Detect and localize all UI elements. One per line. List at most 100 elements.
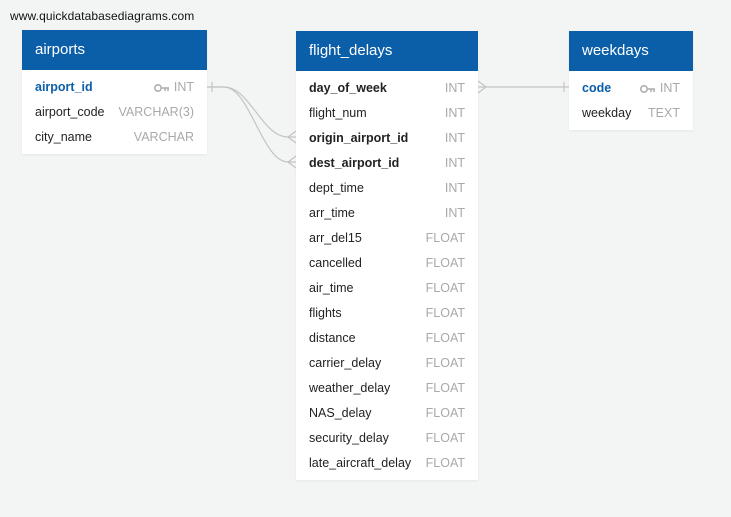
column-name: city_name	[35, 130, 92, 144]
column-row[interactable]: weekday TEXT	[569, 101, 693, 126]
column-type: FLOAT	[425, 306, 465, 320]
column-row[interactable]: weather_delay FLOAT	[296, 376, 478, 401]
key-icon	[153, 83, 170, 93]
key-icon	[639, 84, 656, 94]
column-type: FLOAT	[425, 356, 465, 370]
column-type-cell: FLOAT	[426, 451, 465, 476]
column-type-cell: VARCHAR(3)	[119, 100, 194, 125]
column-row[interactable]: arr_del15 FLOAT	[296, 226, 478, 251]
column-name: code	[582, 81, 612, 95]
column-name: day_of_week	[309, 81, 387, 95]
column-type-cell: FLOAT	[426, 401, 465, 426]
column-type-cell: INT	[445, 176, 465, 201]
column-row[interactable]: distance FLOAT	[296, 326, 478, 351]
column-row[interactable]: carrier_delay FLOAT	[296, 351, 478, 376]
column-row[interactable]: origin_airport_id INT	[296, 126, 478, 151]
column-name: distance	[309, 331, 356, 345]
column-name: flight_num	[309, 106, 367, 120]
column-name: weekday	[582, 106, 632, 120]
column-row[interactable]: city_name VARCHAR	[22, 125, 207, 150]
column-name: arr_time	[309, 206, 355, 220]
column-row[interactable]: flights FLOAT	[296, 301, 478, 326]
table-header-flight-delays[interactable]: flight_delays	[296, 31, 478, 71]
relationship-airports-dest	[207, 86, 289, 163]
table-header-weekdays[interactable]: weekdays	[569, 31, 693, 71]
column-row[interactable]: arr_time INT	[296, 201, 478, 226]
table-weekdays[interactable]: weekdays code INT weekday TEXT	[569, 31, 693, 130]
column-name: carrier_delay	[309, 356, 382, 370]
column-name: late_aircraft_delay	[309, 456, 412, 470]
column-name: air_time	[309, 281, 354, 295]
column-type-cell: FLOAT	[426, 301, 465, 326]
column-name: dest_airport_id	[309, 156, 400, 170]
column-type: INT	[173, 80, 194, 94]
column-type-cell: INT	[445, 151, 465, 176]
column-type: INT	[444, 106, 465, 120]
column-type: TEXT	[648, 106, 680, 120]
column-name: weather_delay	[309, 381, 391, 395]
column-row[interactable]: dest_airport_id INT	[296, 151, 478, 176]
column-type-cell: FLOAT	[426, 326, 465, 351]
column-type-cell: INT	[153, 75, 194, 100]
column-row[interactable]: security_delay FLOAT	[296, 426, 478, 451]
column-row[interactable]: flight_num INT	[296, 101, 478, 126]
column-name: arr_del15	[309, 231, 362, 245]
many-marker-origin	[287, 130, 297, 144]
column-type: FLOAT	[425, 406, 465, 420]
column-name: dept_time	[309, 181, 364, 195]
column-name: airport_code	[35, 105, 105, 119]
column-type: FLOAT	[425, 231, 465, 245]
column-row[interactable]: airport_code VARCHAR(3)	[22, 100, 207, 125]
column-type: VARCHAR(3)	[118, 105, 194, 119]
column-type-cell: INT	[445, 101, 465, 126]
column-type-cell: FLOAT	[426, 376, 465, 401]
column-type-cell: INT	[445, 201, 465, 226]
column-type-cell: INT	[445, 76, 465, 101]
watermark-url: www.quickdatabasediagrams.com	[10, 9, 195, 23]
many-marker-day-of-week	[477, 80, 487, 94]
column-name: airport_id	[35, 80, 93, 94]
column-name: NAS_delay	[309, 406, 372, 420]
table-rows-airports: airport_id INT airport_code VARCHAR(3) city_…	[22, 70, 207, 154]
column-name: cancelled	[309, 256, 362, 270]
column-type: VARCHAR	[133, 130, 194, 144]
column-row[interactable]: airport_id INT	[22, 75, 207, 100]
column-type: FLOAT	[425, 381, 465, 395]
column-row[interactable]: code INT	[569, 76, 693, 101]
column-type: INT	[444, 206, 465, 220]
column-type: INT	[444, 81, 465, 95]
table-rows-weekdays: code INT weekday TEXT	[569, 71, 693, 130]
column-type-cell: FLOAT	[426, 426, 465, 451]
column-type: FLOAT	[425, 281, 465, 295]
column-row[interactable]: cancelled FLOAT	[296, 251, 478, 276]
column-type: FLOAT	[425, 256, 465, 270]
column-name: origin_airport_id	[309, 131, 409, 145]
column-row[interactable]: late_aircraft_delay FLOAT	[296, 451, 478, 476]
relationship-airports-origin	[207, 86, 289, 138]
column-type-cell: FLOAT	[426, 251, 465, 276]
column-type: FLOAT	[425, 331, 465, 345]
column-type-cell: FLOAT	[426, 226, 465, 251]
column-type-cell: TEXT	[648, 101, 680, 126]
column-type: INT	[444, 131, 465, 145]
column-type-cell: FLOAT	[426, 351, 465, 376]
table-header-airports[interactable]: airports	[22, 30, 207, 70]
column-row[interactable]: NAS_delay FLOAT	[296, 401, 478, 426]
column-type: FLOAT	[425, 456, 465, 470]
column-name: security_delay	[309, 431, 389, 445]
column-type: INT	[444, 181, 465, 195]
column-type: INT	[444, 156, 465, 170]
column-type-cell: VARCHAR	[134, 125, 194, 150]
column-row[interactable]: day_of_week INT	[296, 76, 478, 101]
column-name: flights	[309, 306, 342, 320]
column-type: FLOAT	[425, 431, 465, 445]
column-type-cell: INT	[639, 76, 680, 101]
column-type-cell: FLOAT	[426, 276, 465, 301]
column-row[interactable]: dept_time INT	[296, 176, 478, 201]
column-row[interactable]: air_time FLOAT	[296, 276, 478, 301]
column-type: INT	[659, 81, 680, 95]
column-type-cell: INT	[445, 126, 465, 151]
